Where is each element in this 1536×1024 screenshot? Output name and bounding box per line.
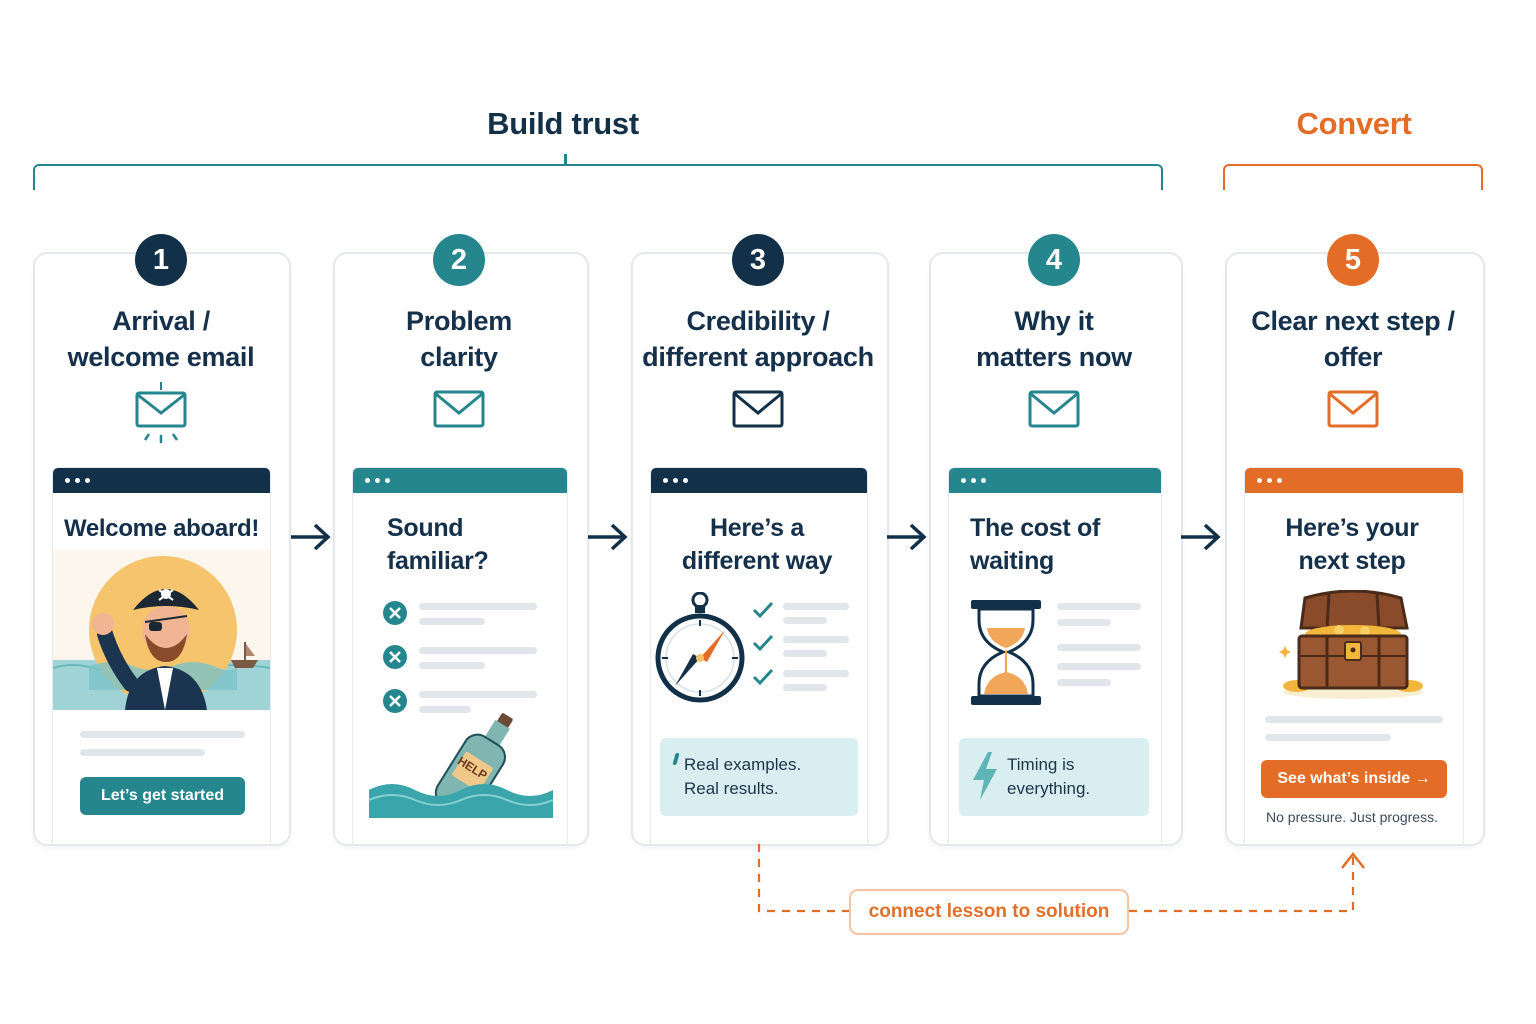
screen-heading-4: The cost of waiting — [970, 514, 1101, 575]
text-placeholder-line — [1265, 716, 1443, 723]
text-placeholder-line — [1057, 619, 1111, 626]
step-title-5: Clear next step / offer — [1251, 306, 1455, 372]
message-in-bottle-illustration: HELP — [369, 713, 553, 818]
connector-label: connect lesson to solution — [849, 889, 1129, 935]
screen-heading-3: Here’s a different way — [681, 514, 833, 575]
quote-icon — [672, 753, 680, 765]
email-preview-2: Sound familiar? — [352, 467, 568, 844]
step-number-badge-2: 2 — [433, 234, 485, 286]
text-placeholder-line — [783, 617, 827, 624]
text-placeholder-line — [1057, 603, 1141, 610]
x-circle-icon — [383, 601, 407, 625]
no-pressure-footnote: No pressure. Just progress. — [1266, 809, 1438, 825]
see-whats-inside-button[interactable]: See what’s inside → — [1261, 760, 1447, 798]
check-icon — [752, 601, 774, 619]
window-bar — [1245, 468, 1463, 493]
email-preview-3: Here’s a different way — [650, 467, 868, 844]
step-number-badge-4: 4 — [1028, 234, 1080, 286]
window-bar — [949, 468, 1161, 493]
email-preview-1: Welcome aboard! — [52, 467, 271, 844]
arrow-right-icon — [291, 523, 331, 551]
x-circle-icon — [383, 645, 407, 669]
arrow-right-icon — [887, 523, 927, 551]
dashed-connector-line — [757, 844, 1365, 913]
text-placeholder-line — [783, 684, 827, 691]
convert-bracket — [1223, 164, 1483, 190]
screen-heading-1: Welcome aboard! — [63, 515, 260, 542]
text-placeholder-line — [783, 636, 849, 643]
window-bar — [651, 468, 867, 493]
text-placeholder-line — [419, 618, 485, 625]
text-placeholder-line — [80, 749, 205, 756]
build-trust-bracket — [33, 164, 1163, 190]
step-number-badge-5: 5 — [1327, 234, 1379, 286]
text-placeholder-line — [80, 731, 245, 738]
lets-get-started-button[interactable]: Let’s get started — [80, 777, 245, 815]
check-icon — [752, 668, 774, 686]
build-trust-bracket-tick — [564, 154, 567, 166]
text-placeholder-line — [1057, 644, 1141, 651]
step-number-badge-1: 1 — [135, 234, 187, 286]
check-icon — [752, 634, 774, 652]
step-title-4: Why it matters now — [976, 306, 1132, 372]
envelope-icon — [1327, 390, 1379, 428]
phase-title-build-trust: Build trust — [487, 106, 639, 141]
text-placeholder-line — [419, 647, 537, 654]
treasure-chest-illustration — [1279, 590, 1423, 699]
screen-heading-2: Sound familiar? — [387, 514, 489, 575]
step-title-2: Problem clarity — [406, 306, 512, 372]
window-bar — [53, 468, 270, 493]
step-title-3: Credibility / different approach — [642, 306, 874, 372]
text-placeholder-line — [1057, 663, 1141, 670]
step-number-badge-3: 3 — [732, 234, 784, 286]
step-title-1: Arrival / welcome email — [67, 306, 255, 372]
timing-note: Timing is everything. — [959, 738, 1149, 816]
window-bar — [353, 468, 567, 493]
text-placeholder-line — [419, 706, 471, 713]
text-placeholder-line — [783, 650, 827, 657]
text-placeholder-line — [419, 691, 537, 698]
text-placeholder-line — [783, 603, 849, 610]
screen-heading-5: Here’s your next step — [1285, 514, 1419, 575]
phase-title-convert: Convert — [1296, 106, 1412, 141]
arrow-right-icon — [1181, 523, 1221, 551]
lightning-bolt-icon — [973, 752, 997, 800]
envelope-icon — [135, 382, 187, 443]
hourglass-illustration — [971, 600, 1041, 705]
waving-pirate-illustration — [53, 550, 270, 710]
text-placeholder-line — [419, 662, 485, 669]
email-preview-4: The cost of waiting Timing is everything… — [948, 467, 1162, 844]
arrow-right-icon — [588, 523, 628, 551]
text-placeholder-line — [783, 670, 849, 677]
envelope-icon — [732, 390, 784, 428]
envelope-icon — [1028, 390, 1080, 428]
real-results-note: Real examples. Real results. — [660, 738, 858, 816]
envelope-icon — [433, 390, 485, 428]
text-placeholder-line — [1265, 734, 1391, 741]
compass-illustration — [655, 592, 745, 703]
x-circle-icon — [383, 689, 407, 713]
email-preview-5: Here’s your next step See what’s — [1244, 467, 1464, 844]
text-placeholder-line — [1057, 679, 1111, 686]
text-placeholder-line — [419, 603, 537, 610]
